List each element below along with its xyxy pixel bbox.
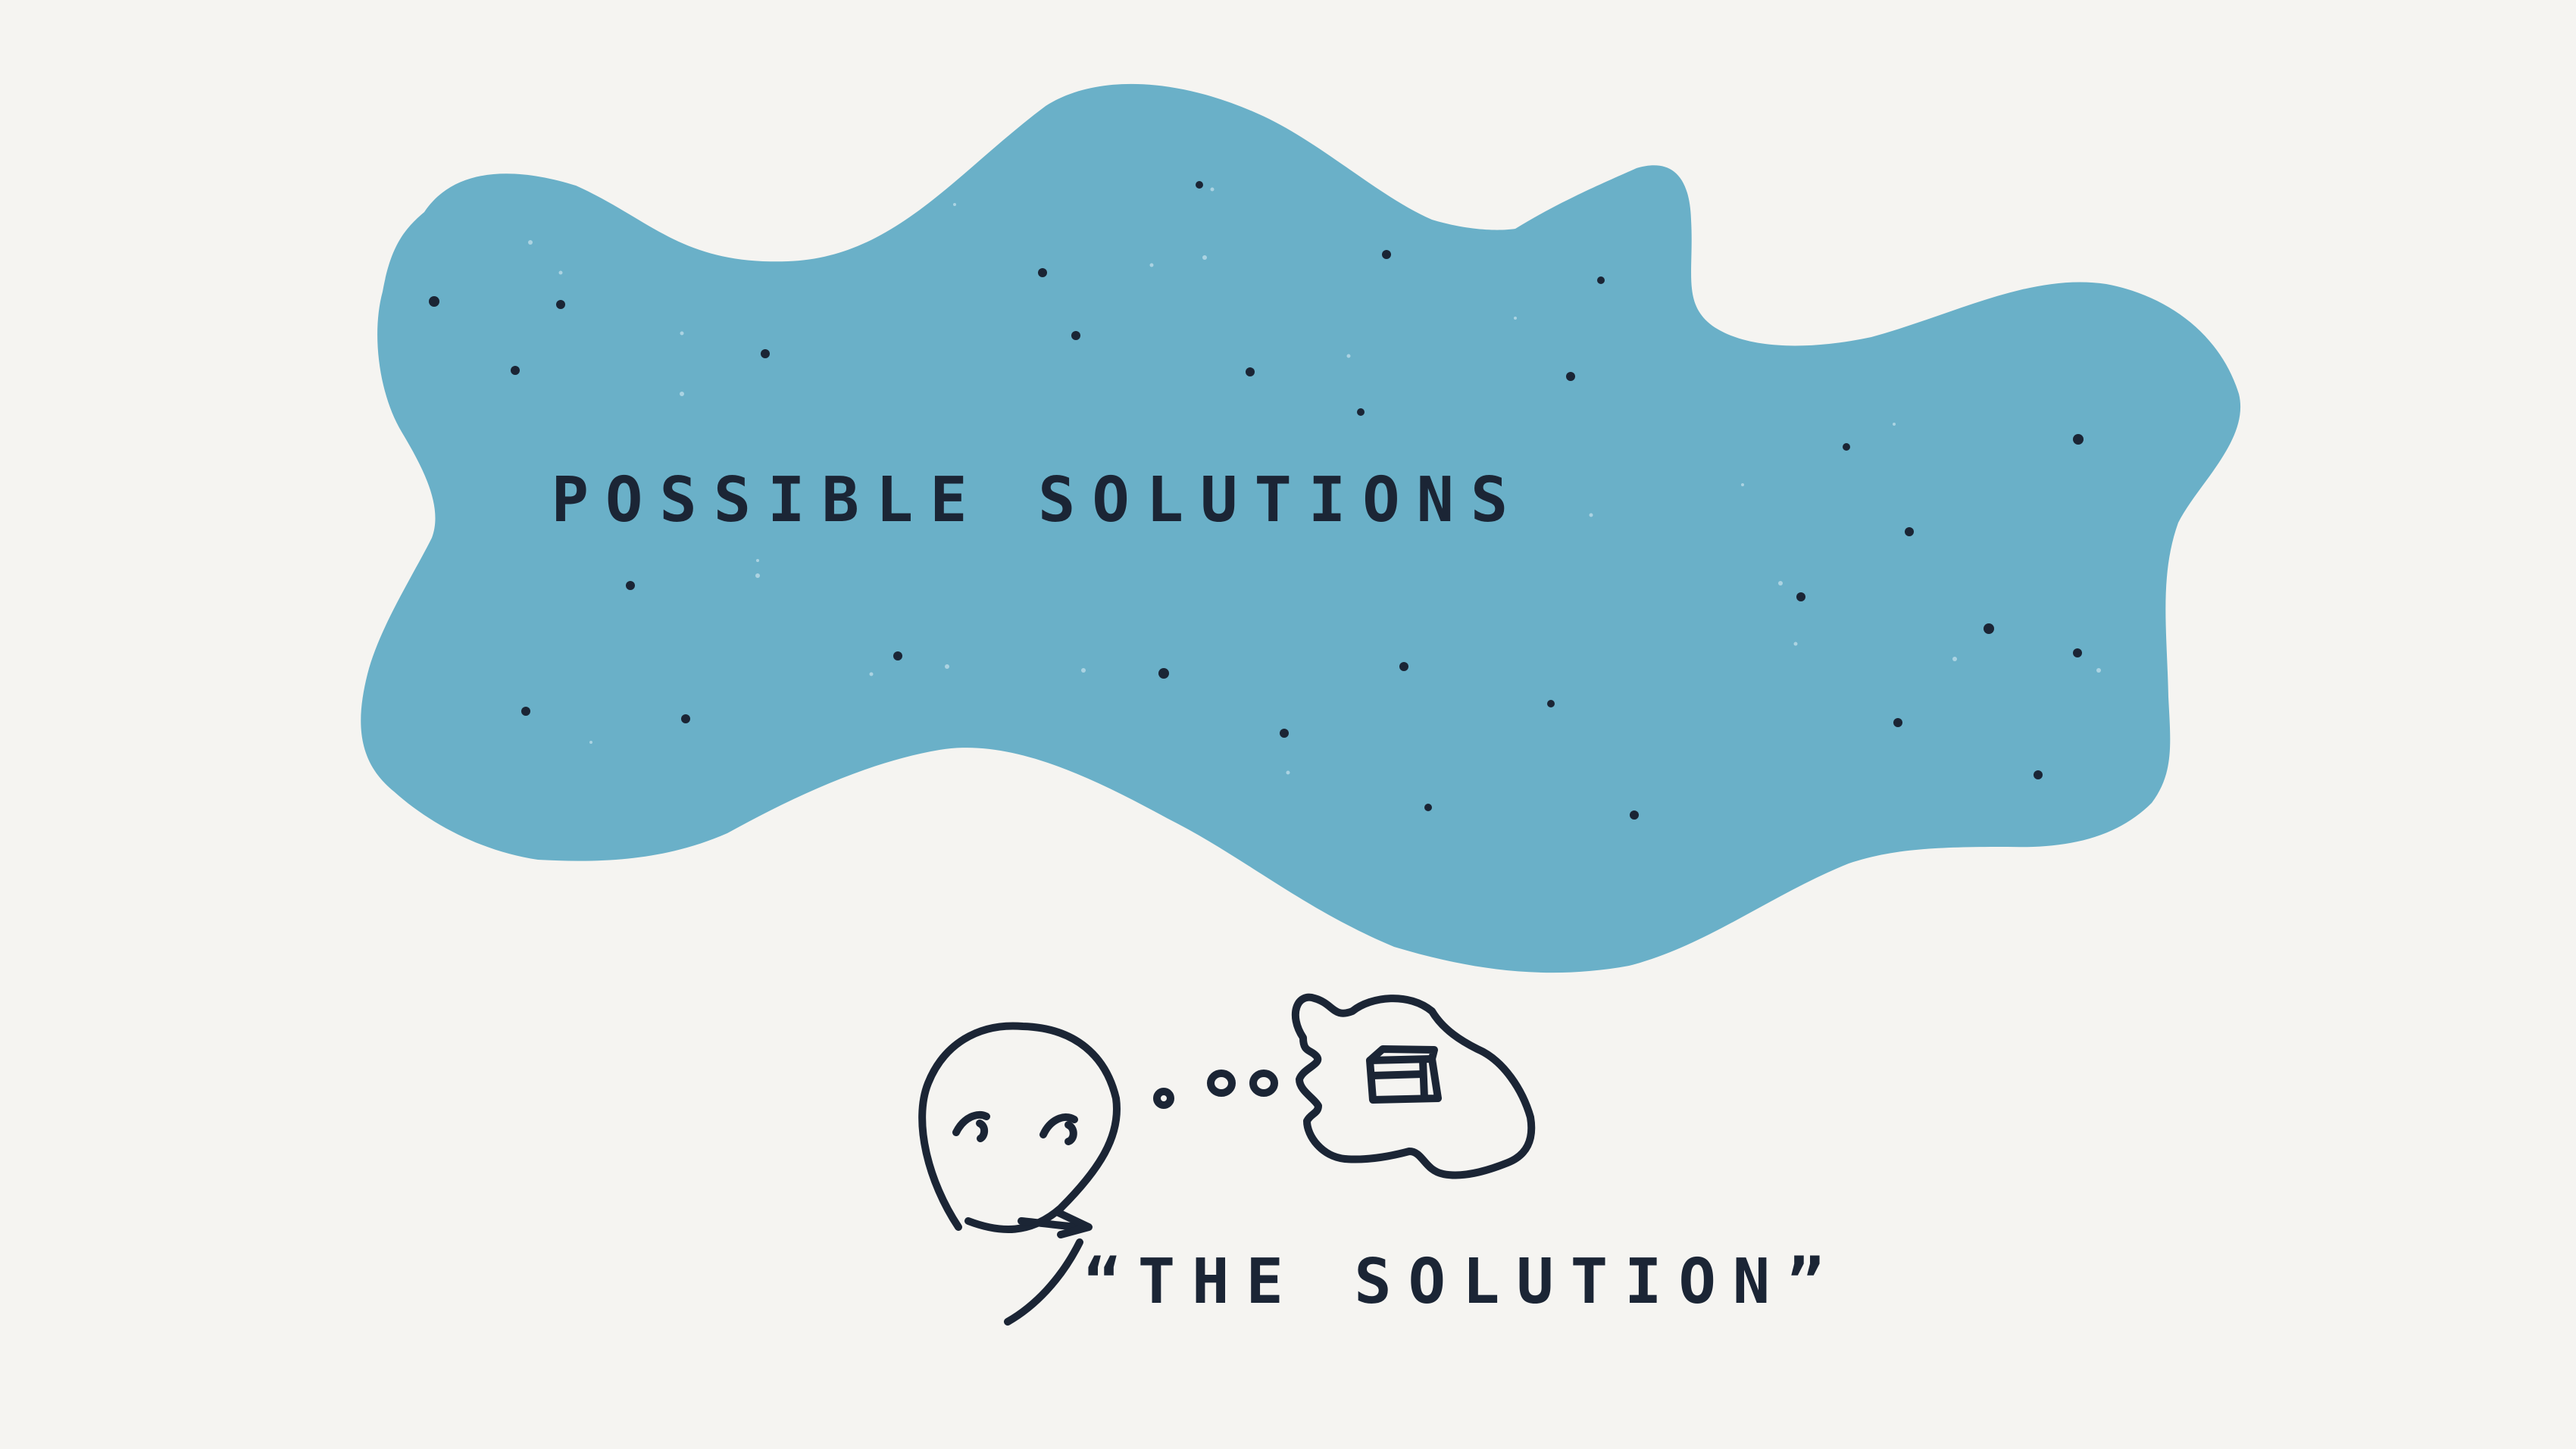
cloud-label: POSSIBLE SOLUTIONS bbox=[552, 464, 1525, 536]
cloud-texture bbox=[528, 187, 2101, 775]
cloud-dots bbox=[429, 181, 2084, 820]
person-head bbox=[918, 1022, 1121, 1326]
possible-solutions-cloud bbox=[361, 83, 2241, 973]
thought-bubbles bbox=[1153, 1070, 1278, 1109]
box-icon bbox=[1366, 1045, 1442, 1104]
speech-text: “THE SOLUTION” bbox=[1083, 1246, 1840, 1318]
thought-cloud bbox=[1292, 993, 1536, 1179]
